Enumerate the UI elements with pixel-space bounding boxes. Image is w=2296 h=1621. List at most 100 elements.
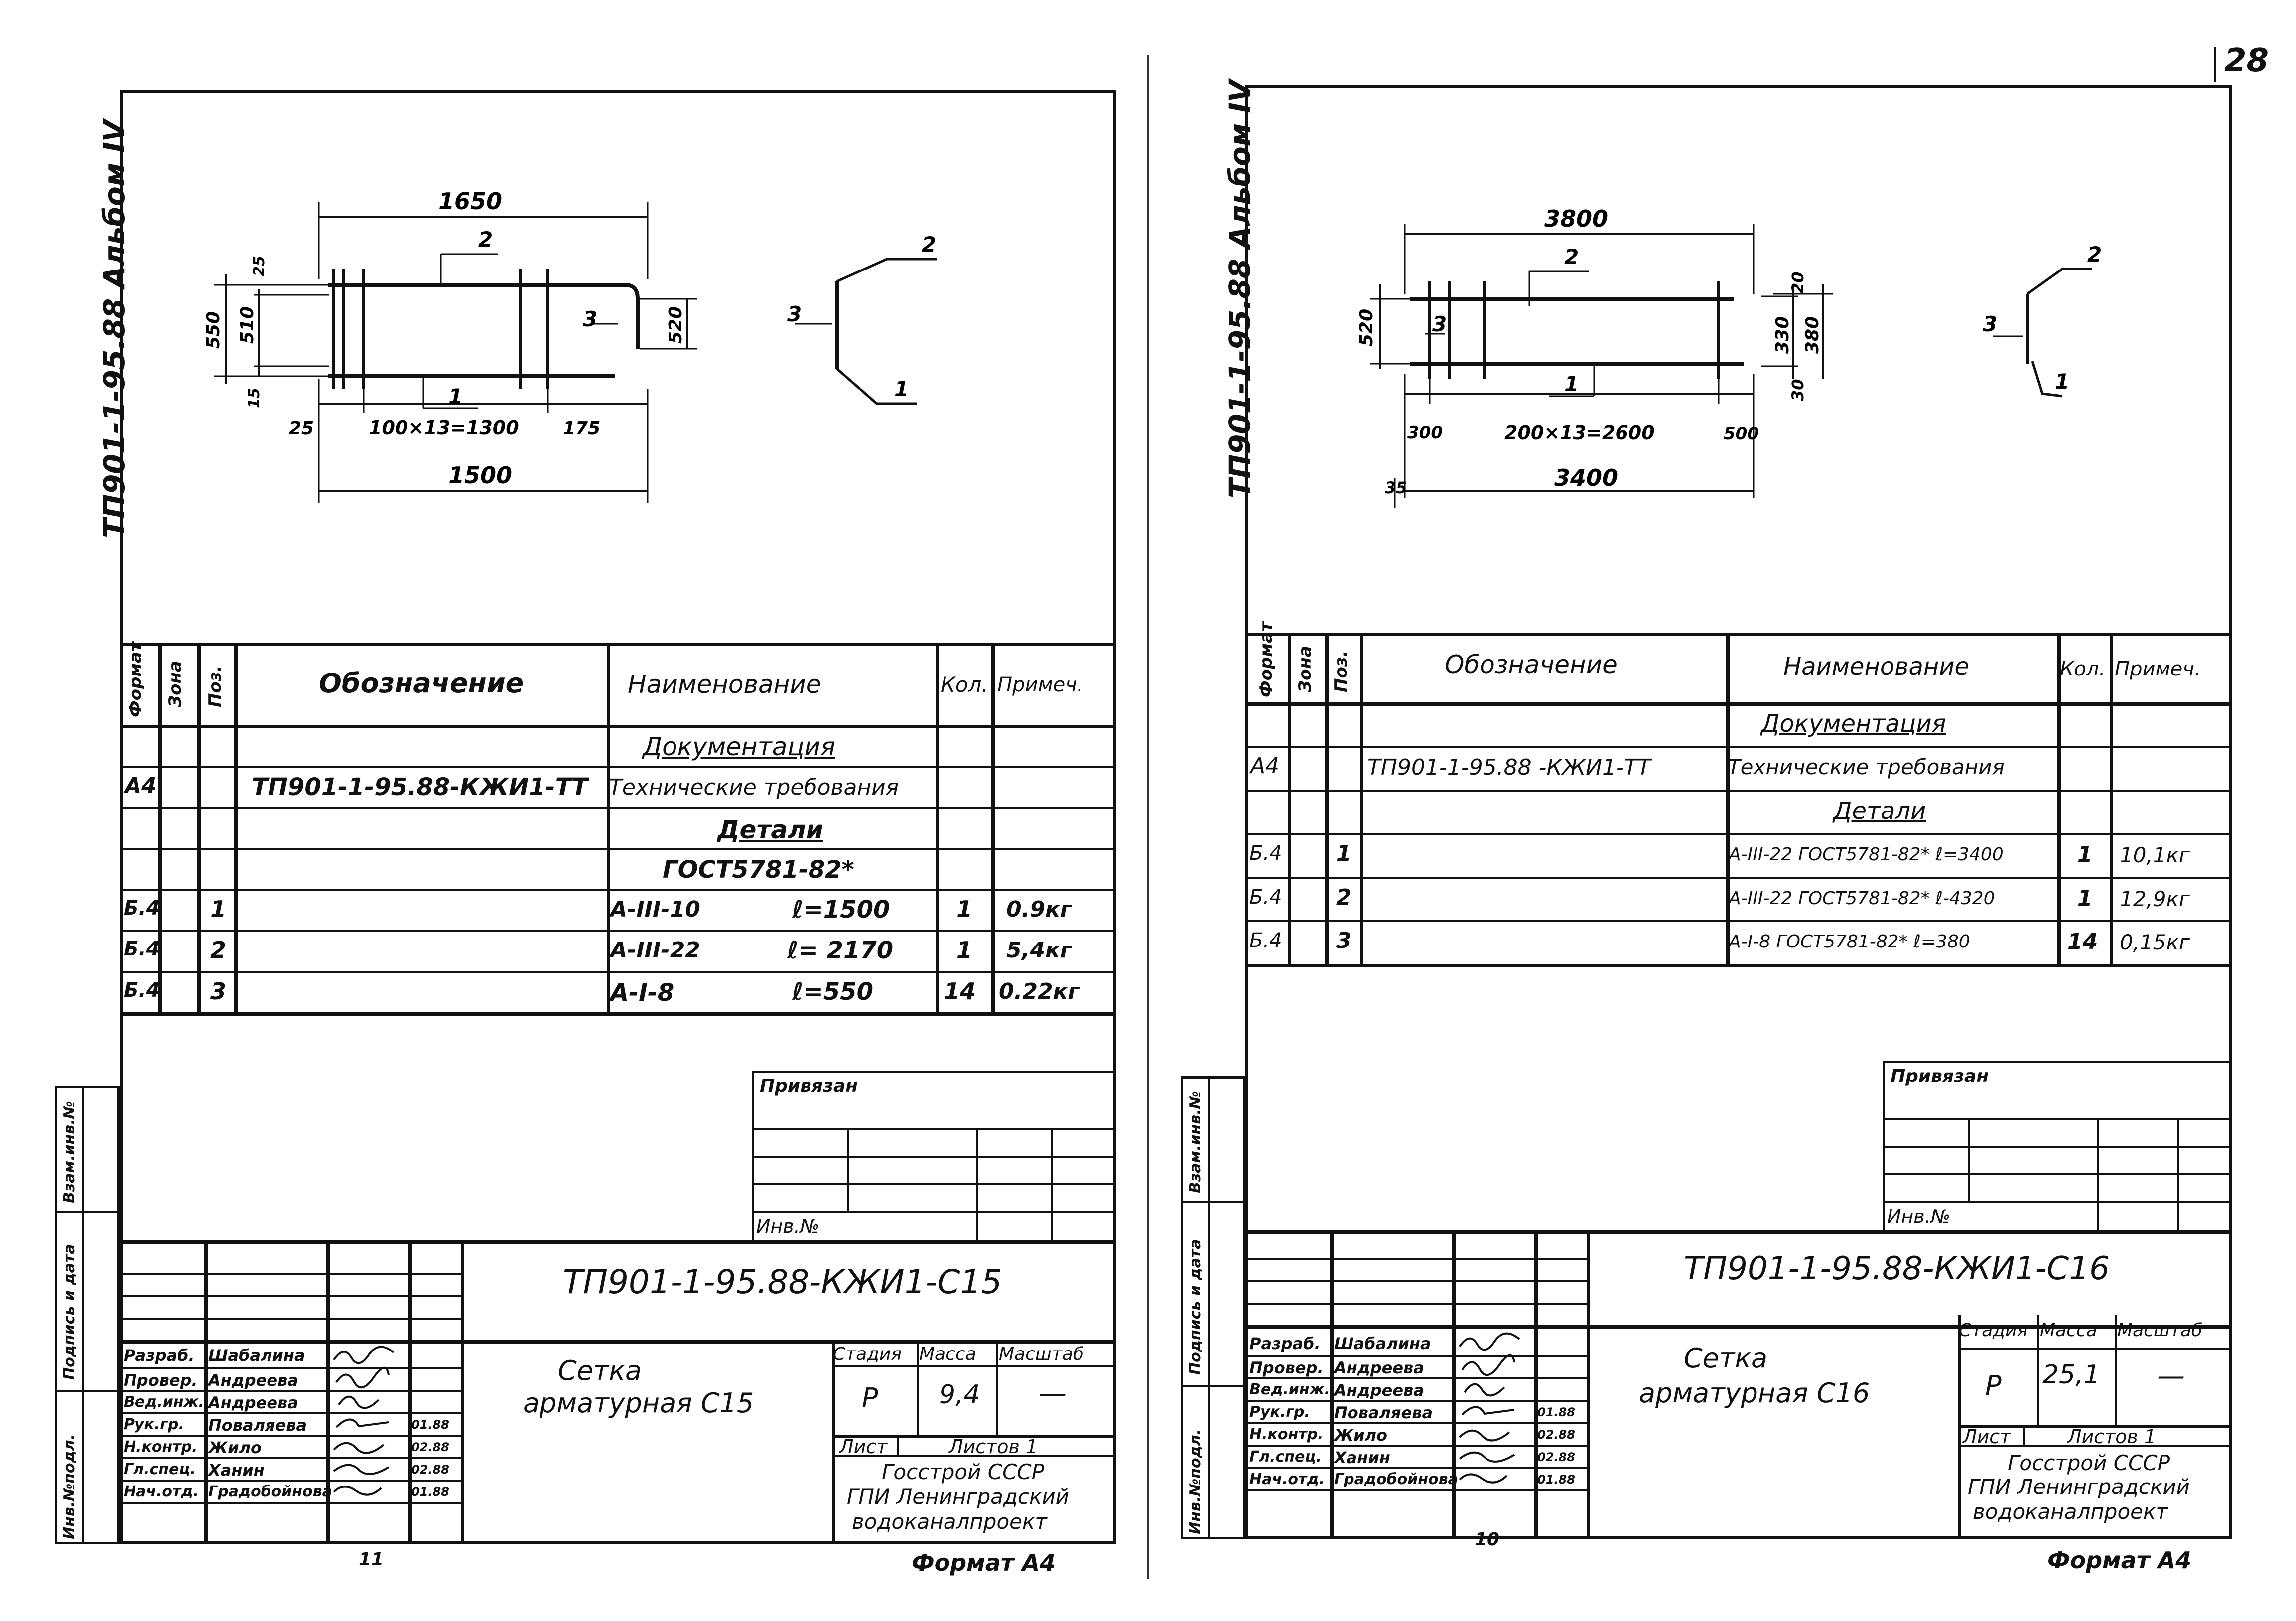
row-5-name: А-III-10 [610,897,700,922]
format-label: Формат А4 [912,1549,1056,1576]
sheet-right-frame [1245,85,2232,1539]
dim-175: 175 [563,418,600,439]
name-3: Андреева [1334,1381,1424,1400]
name-2: Андреева [1334,1358,1424,1377]
name-4: Поваляева [208,1416,307,1435]
section-pos-1: 1 [2055,369,2069,394]
scale-label: Масштаб [2117,1320,2203,1341]
row-details: Детали [717,815,823,844]
pos-3: 3 [583,307,597,331]
row-5-pos: 1 [210,896,227,923]
org-3: водоканалпроект [1973,1499,2168,1524]
name-6: Ханин [208,1461,265,1480]
hdr-zone: Зона [1295,646,1315,692]
role-5: Н.контр. [124,1438,198,1456]
row-6-note: 0,15кг [2120,930,2190,954]
date-5: 02.88 [411,1440,449,1454]
row-7-pos: 3 [210,978,227,1005]
row-5-name: А-III-22 ГОСТ5781-82* ℓ-4320 [1729,888,1995,909]
dim-30: 30 [1788,379,1807,401]
hdr-designation: Обозначение [1445,650,1618,679]
sheet-page: 11 [359,1549,384,1570]
dim-300: 300 [1407,423,1443,443]
row-documentation: Документация [643,732,835,761]
name-3: Андреева [208,1393,298,1412]
dim-1650: 1650 [438,188,502,215]
name-5: Жило [1334,1426,1388,1445]
mass-label: Масса [2040,1320,2097,1341]
date-6: 02.88 [411,1463,449,1477]
org-2: ГПИ Ленинградский [1968,1475,2190,1499]
date-4: 01.88 [1537,1405,1575,1419]
hdr-note: Примеч. [2115,658,2201,680]
date-5: 02.88 [1537,1428,1575,1442]
stage-value: Р [862,1382,878,1414]
role-3: Вед.инж. [1249,1381,1330,1398]
date-6: 02.88 [1537,1450,1575,1464]
row-5-qty: 1 [956,896,973,923]
name-4: Поваляева [1334,1403,1433,1422]
mass-value: 25,1 [2042,1360,2100,1390]
sheet-label: Лист [1963,1426,2011,1448]
page-number-tick [2214,47,2216,82]
section-pos-3: 3 [1983,312,1997,336]
fold-line [1147,55,1149,1579]
pos-1: 1 [1564,372,1579,396]
stage-label: Стадия [833,1344,902,1364]
row-6-pos: 3 [1336,928,1351,953]
row-4-pos: 1 [1336,841,1351,866]
row-5-note: 0.9кг [1006,897,1072,922]
role-4: Рук.гр. [1249,1403,1310,1421]
pos-2: 2 [478,227,493,252]
role-5: Н.контр. [1249,1426,1324,1443]
dim-550: 550 [203,311,224,349]
name-2: Андреева [208,1371,298,1390]
bound-inv: Инв.№ [1887,1206,1951,1227]
section-pos-3: 3 [787,302,802,326]
row-7-name: А-I-8 [610,979,675,1007]
stamp-replace: Взам.инв.№ [61,1101,78,1203]
mesh-drawing-c16: 3800 520 20 330 380 30 300 200×13=2600 5… [1356,205,2102,508]
section-pos-1: 1 [894,377,909,401]
hdr-pos: Поз. [1331,650,1351,693]
sheet-left-frame [120,90,1116,1544]
bound-label: Привязан [1891,1066,1989,1086]
dim-pitch: 200×13=2600 [1504,422,1655,444]
pos-3: 3 [1432,312,1447,336]
date-4: 01.88 [411,1418,449,1432]
org-3: водоканалпроект [852,1509,1047,1534]
hdr-qty: Кол. [941,673,988,697]
row-gost: ГОСТ5781-82* [663,856,854,884]
row-6-name: А-III-22 [610,938,700,963]
role-7: Нач.отд. [1249,1471,1325,1488]
section-pos-2: 2 [922,232,936,257]
row-2-name: Технические требования [609,775,899,800]
title-code: ТП901-1-95.88-КЖИ1-С15 [563,1263,1002,1301]
row-7-qty: 14 [944,978,976,1005]
role-2: Провер. [1249,1358,1324,1377]
dim-35: 35 [1385,478,1407,497]
row-2-name: Технические требования [1728,755,2005,779]
dim-3800: 3800 [1544,205,1608,232]
hdr-format: Формат [1256,622,1276,697]
role-7: Нач.отд. [124,1483,199,1500]
name-7: Градобойнова [208,1483,332,1500]
signatures-left [333,1346,395,1496]
row-6-format: Б.4 [1249,929,1282,952]
row-6-note: 5,4кг [1006,938,1072,963]
name-5: Жило [208,1438,262,1457]
dim-20: 20 [1788,271,1807,294]
row-7-len: ℓ=550 [792,978,874,1006]
row-5-pos: 2 [1336,885,1351,910]
scale-value: — [2157,1360,2185,1392]
page-number: 28 [2224,42,2269,79]
role-6: Гл.спец. [124,1461,196,1478]
section-pos-2: 2 [2087,242,2102,267]
row-6-qty: 1 [956,937,973,963]
title-name-2: арматурная С15 [523,1387,754,1419]
row-4-name: А-III-22 ГОСТ5781-82* ℓ=3400 [1729,844,2004,865]
hdr-format: Формат [126,642,145,717]
row-documentation: Документация [1761,710,1946,738]
pos-1: 1 [448,384,463,408]
row-6-pos: 2 [210,937,227,963]
